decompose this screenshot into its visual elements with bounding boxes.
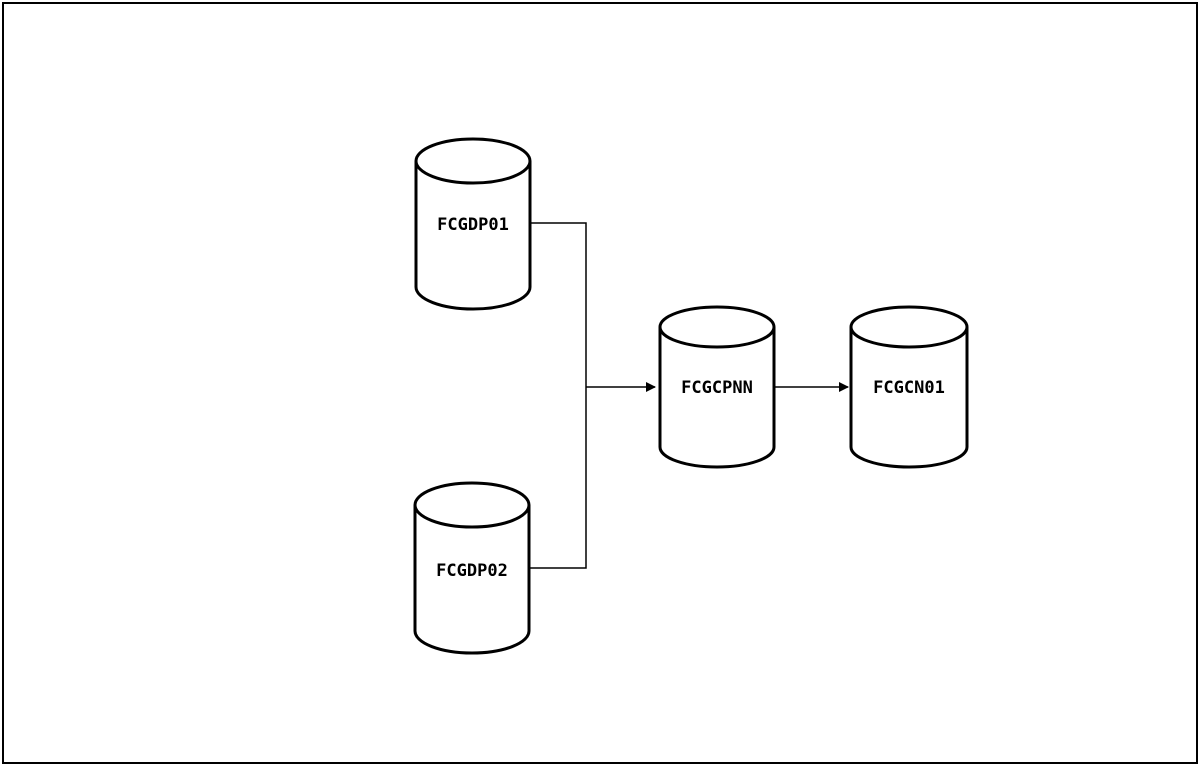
database-label: FCGDP01 bbox=[437, 215, 509, 235]
cylinder-body bbox=[658, 305, 776, 469]
database-cylinder-fcgdp01[interactable]: FCGDP01 bbox=[414, 137, 532, 311]
cylinder-top-rim bbox=[413, 504, 531, 529]
cylinder-top-rim bbox=[658, 326, 776, 349]
database-label: FCGDP02 bbox=[436, 561, 508, 581]
cylinder-top-rim bbox=[849, 326, 969, 349]
cylinder-top-rim bbox=[414, 160, 532, 185]
database-label: FCGCPNN bbox=[681, 378, 753, 398]
merge-connector bbox=[529, 222, 587, 569]
database-cylinder-fcgcn01[interactable]: FCGCN01 bbox=[849, 305, 969, 469]
database-cylinder-fcgcpnn[interactable]: FCGCPNN bbox=[658, 305, 776, 469]
cylinder-body bbox=[849, 305, 969, 469]
database-label: FCGCN01 bbox=[873, 378, 945, 398]
database-cylinder-fcgdp02[interactable]: FCGDP02 bbox=[413, 481, 531, 655]
